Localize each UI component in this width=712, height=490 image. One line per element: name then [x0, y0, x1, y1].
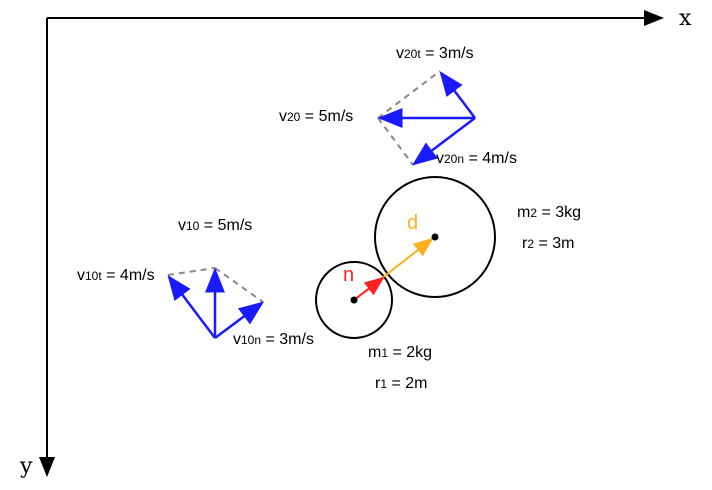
- sub: 20: [287, 110, 301, 124]
- sym: v: [233, 331, 241, 348]
- n-arrow: [353, 276, 385, 301]
- d-label: d: [407, 212, 419, 234]
- sym: r: [375, 375, 381, 392]
- val: = 4m/s: [464, 150, 517, 167]
- val: = 5m/s: [199, 217, 253, 234]
- val: = 3m: [534, 235, 575, 252]
- val: = 5m/s: [300, 108, 354, 125]
- dash-line: [214, 267, 264, 303]
- val: = 3m/s: [261, 331, 314, 348]
- dash-line: [167, 267, 216, 276]
- val: = 2m: [387, 375, 428, 392]
- sym: r: [522, 235, 528, 252]
- v20-label: v20 = 5m/s: [279, 108, 353, 126]
- v20t-label: v20t = 3m/s: [396, 45, 474, 63]
- dash-line: [377, 117, 414, 166]
- v10n-arrow: [214, 301, 265, 340]
- v10t-label: v10t = 4m/s: [77, 267, 155, 285]
- sub: 10t: [85, 269, 102, 283]
- sub: 2: [527, 237, 535, 251]
- val: = 3m/s: [420, 45, 474, 62]
- sub: 20n: [444, 152, 465, 166]
- sub: 1: [381, 346, 389, 360]
- val: = 2kg: [388, 344, 433, 361]
- y-axis-label: y: [20, 454, 33, 479]
- sym: m: [368, 344, 382, 361]
- v20n-arrow: [412, 117, 476, 166]
- v20t-arrow: [439, 71, 476, 119]
- val: = 4m/s: [101, 267, 155, 284]
- sym: v: [178, 217, 186, 234]
- sub: 10: [186, 219, 200, 233]
- sub: 2: [530, 206, 538, 220]
- sym: v: [279, 108, 287, 125]
- v10t-arrow: [167, 275, 216, 339]
- m1-label: m1 = 2kg: [368, 344, 432, 362]
- sub: 20t: [404, 47, 421, 61]
- sym: v: [77, 267, 85, 284]
- sym: m: [517, 204, 531, 221]
- x-axis-label: x: [679, 6, 692, 31]
- r1-label: r1 = 2m: [375, 375, 427, 393]
- ball-1: [315, 261, 393, 339]
- sub: 1: [380, 377, 388, 391]
- v20n-label: v20n = 4m/s: [436, 150, 517, 168]
- dash-line: [377, 70, 441, 119]
- m2-label: m2 = 3kg: [517, 204, 581, 222]
- r2-label: r2 = 3m: [522, 235, 574, 253]
- n-label: n: [343, 264, 355, 286]
- sym: v: [436, 150, 444, 167]
- sym: v: [396, 45, 404, 62]
- val: = 3kg: [537, 204, 582, 221]
- sub: 10n: [241, 333, 262, 347]
- v10n-label: v10n = 3m/s: [233, 331, 314, 349]
- center-2: [431, 233, 439, 241]
- center-1: [350, 296, 358, 304]
- ball-2: [374, 176, 496, 298]
- v10-label: v10 = 5m/s: [178, 217, 252, 235]
